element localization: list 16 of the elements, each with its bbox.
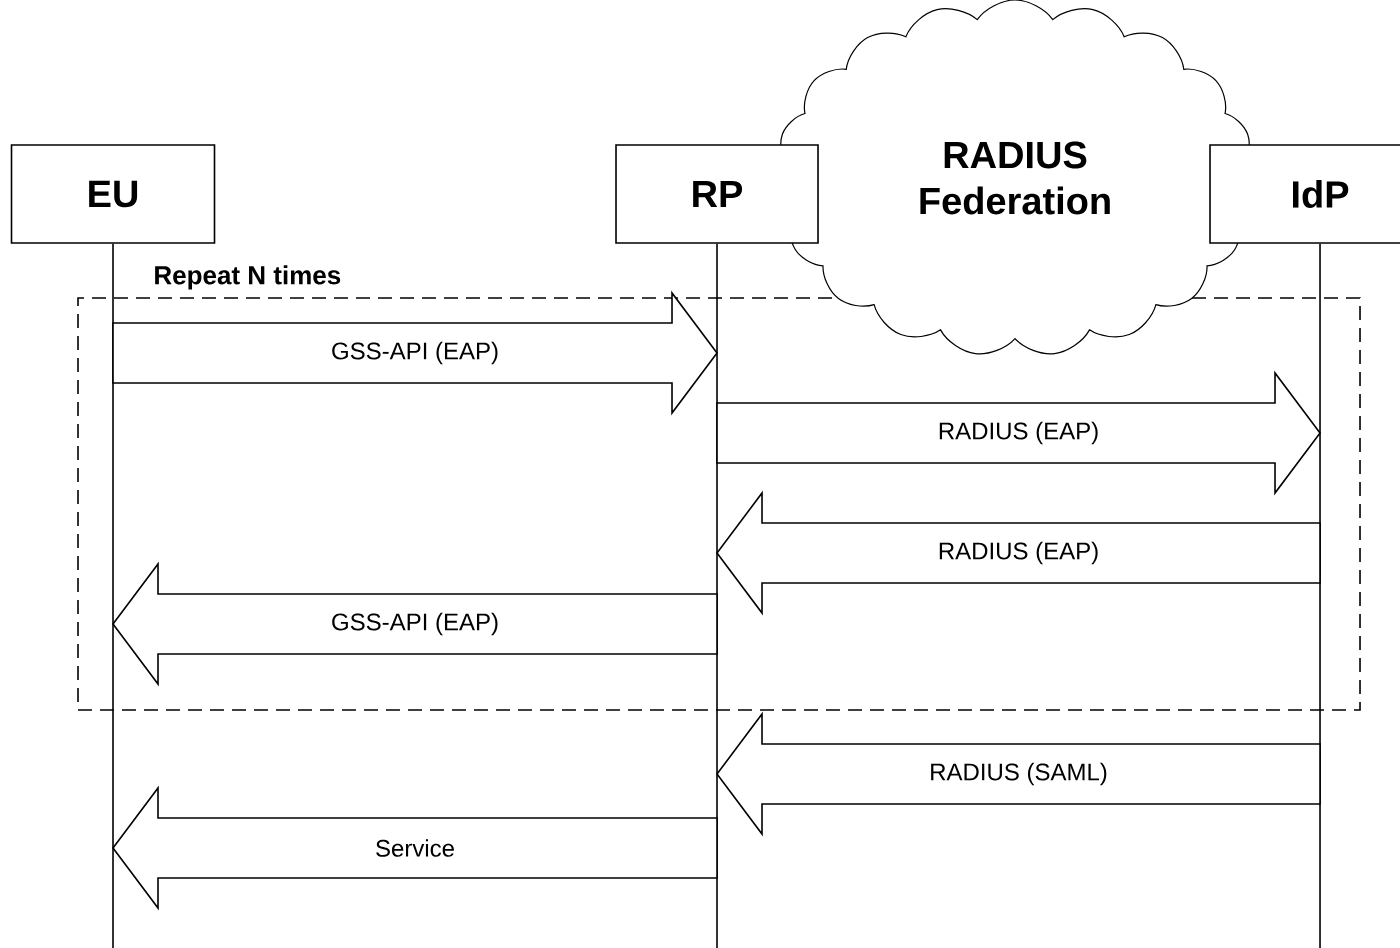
block-arrow <box>112 561 718 687</box>
edge-label: RADIUS (EAP) <box>935 419 1102 447</box>
frame-title: Repeat N times <box>155 265 341 290</box>
edge-label: RADIUS (EAP) <box>935 539 1102 567</box>
participant-box: IdP <box>1209 144 1400 244</box>
edge-label: RADIUS (SAML) <box>927 760 1110 788</box>
edge-label: GSS-API (EAP) <box>329 339 502 367</box>
block-arrow <box>716 490 1321 616</box>
block-arrow <box>112 290 718 416</box>
edge-label: Service <box>373 837 458 859</box>
participant-box: EU <box>10 144 216 244</box>
cloud: RADIUS Federation <box>775 0 1255 355</box>
block-arrow <box>716 370 1321 496</box>
participant-box: RP <box>615 144 819 244</box>
block-arrow <box>112 785 718 911</box>
edge-label: GSS-API (EAP) <box>329 610 502 638</box>
